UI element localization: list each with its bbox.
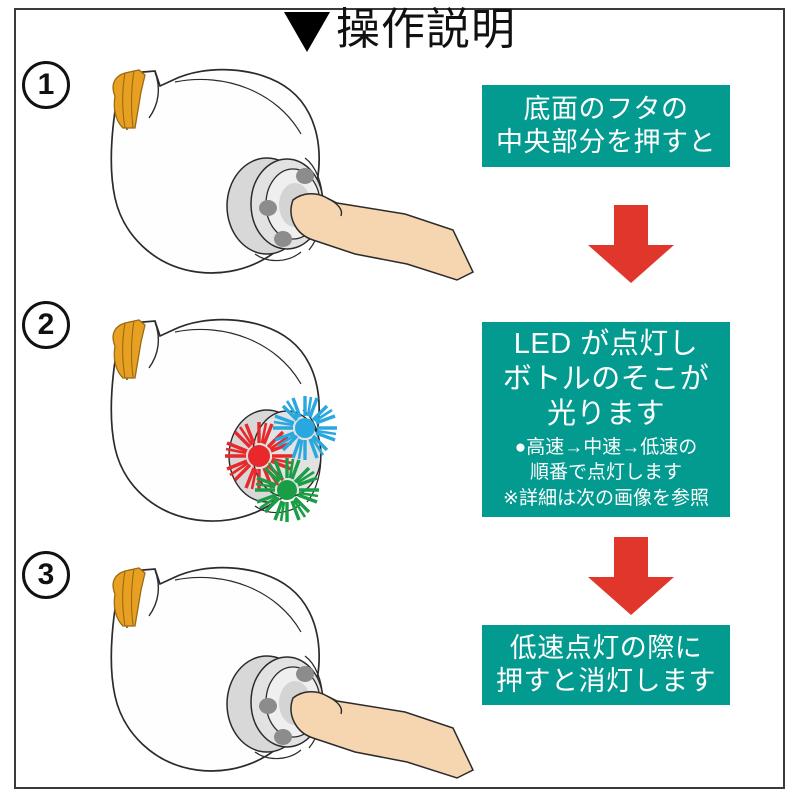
led-burst-red [225, 422, 293, 490]
step-number-1-label: 1 [37, 68, 55, 101]
panel-3-line-2: 押すと消灯します [496, 666, 716, 696]
bottle-cap-ring [112, 319, 146, 379]
page-title-label: 操作説明 [336, 5, 516, 54]
bottle-finger-press-illustration-step1 [110, 68, 474, 281]
panel-2-note-1: ●高速→中速→低速の [514, 436, 698, 458]
led-dot-bottom [274, 729, 292, 745]
panel-2-line-1: LED が点灯し [513, 328, 699, 361]
led-burst-green [255, 458, 319, 522]
instruction-panel-step1: 底面のフタの 中央部分を押すと [482, 85, 730, 167]
panel-2-note-2: 順番で点灯します [529, 462, 682, 484]
step-number-1: 1 [22, 61, 70, 109]
bottle-led-glow-illustration-step2 [110, 318, 337, 522]
panel-1-line-1: 底面のフタの [523, 94, 689, 125]
bottle-cap-ring [112, 567, 146, 627]
step-number-3: 3 [22, 551, 70, 599]
instruction-panel-step3: 低速点灯の際に 押すと消灯します [482, 625, 730, 705]
led-dot-bottom [274, 231, 292, 247]
panel-2-line-3: 光ります [546, 397, 665, 430]
panel-2-note-3: ※詳細は次の画像を参照 [503, 488, 709, 510]
panel-1-line-2: 中央部分を押すと [496, 127, 716, 157]
bottle-finger-press-illustration-step3 [110, 566, 474, 779]
led-dot-left [259, 200, 277, 216]
page-title: 操作説明 [0, 8, 800, 52]
panel-2-line-2: ボトルのそこが [502, 363, 710, 396]
led-dot-top [296, 666, 314, 682]
arrow-down-icon-1 [588, 205, 674, 283]
led-dot-left [259, 698, 277, 714]
led-dot-top [296, 168, 314, 184]
step-number-3-label: 3 [37, 558, 55, 591]
step-number-2-label: 2 [37, 308, 55, 341]
arrow-down-icon-2 [588, 537, 674, 615]
panel-2-notes: ●高速→中速→低速の 順番で点灯します ※詳細は次の画像を参照 [503, 436, 709, 512]
panel-3-line-1: 低速点灯の際に [509, 633, 703, 664]
finger-pointer-icon [290, 691, 474, 779]
step-number-2: 2 [22, 301, 70, 349]
finger-pointer-icon [290, 193, 474, 281]
triangle-down-icon [284, 12, 330, 52]
bottle-cap-ring [112, 69, 146, 129]
led-burst-blue [273, 396, 337, 460]
instruction-panel-step2: LED が点灯し ボトルのそこが 光ります ●高速→中速→低速の 順番で点灯しま… [482, 322, 730, 517]
